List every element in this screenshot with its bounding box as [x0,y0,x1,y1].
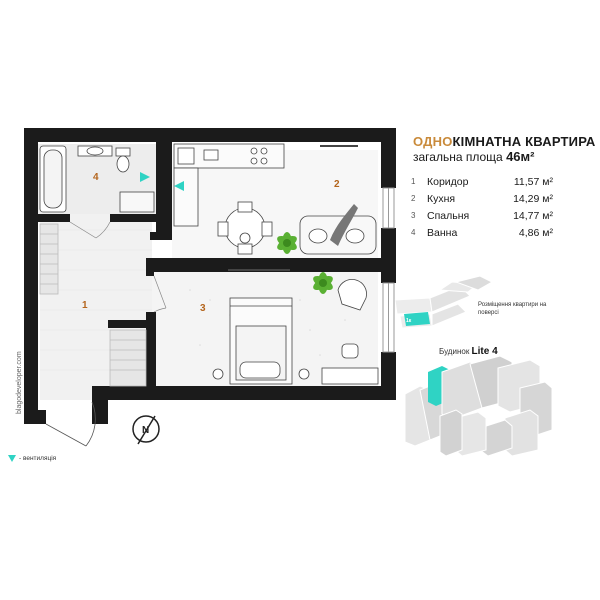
plants [277,232,333,294]
room-area: 4,86 м² [518,226,553,239]
svg-text:N: N [142,425,149,436]
compass-icon: N [132,415,160,445]
room-area: 14,77 м² [513,209,553,222]
legend-text: - вентиляція [19,455,57,462]
title-accent: ОДНО [413,134,453,149]
room-list: 1 Коридор 11,57 м² 2 Кухня 14,29 м² 3 Сп… [411,173,553,241]
cat-figure [330,204,358,246]
title-rest: КІМНАТНА КВАРТИРА [452,134,596,149]
vent-marker-icon [140,172,150,182]
room-row: 4 Ванна 4,86 м² [411,224,553,241]
total-area-label: загальна площа [413,150,503,164]
interior-doors [69,221,167,313]
room-name: Коридор [427,175,469,188]
floor-label-corridor: 1 [82,300,88,311]
entrance-door [45,401,96,447]
room-name: Ванна [427,226,458,239]
bedroom-plant-icon [313,272,333,294]
total-area-value: 46м² [506,149,535,164]
floor-label-bedroom: 3 [200,303,206,314]
room-number: 2 [411,194,416,203]
floor-label-bath: 4 [93,172,99,183]
room-area: 14,29 м² [513,192,553,205]
room-number: 4 [411,228,416,237]
page-title: ОДНОКІМНАТНА КВАРТИРА [413,134,596,149]
stairs [39,223,147,387]
room-row: 2 Кухня 14,29 м² [411,190,553,207]
legend: - вентиляція [8,455,56,462]
room-name: Спальня [427,209,470,222]
room-name: Кухня [427,192,456,205]
total-area: загальна площа 46м² [413,149,534,164]
floor-stamp: 1к [406,318,412,324]
building-label: Будинок Lite 4 [439,346,498,357]
corridor-parquet [40,229,152,371]
kitchen-plant-icon [277,232,297,254]
vent-marker-icon [174,181,184,191]
vent-legend-icon [8,455,16,462]
room-number: 3 [411,211,416,220]
highlighted-apartment [404,312,430,326]
room-area: 11,57 м² [513,175,553,188]
bathroom-fixtures [39,145,155,213]
floor-location-map [394,275,494,329]
room-row: 3 Спальня 14,77 м² [411,207,553,224]
walls [24,128,396,424]
website-watermark: blagodeveloper.com [16,351,23,414]
building-thumbnail [404,355,553,457]
windows [382,187,395,353]
room-row: 1 Коридор 11,57 м² [411,173,553,190]
room-number: 1 [411,177,416,186]
building-prefix: Будинок [439,347,470,356]
floor-label-kitchen: 2 [334,179,340,190]
floor-location-label: Розміщення квартири на поверсі [478,302,547,316]
building-name: Lite 4 [471,346,498,357]
bedroom-fixtures [212,279,379,385]
